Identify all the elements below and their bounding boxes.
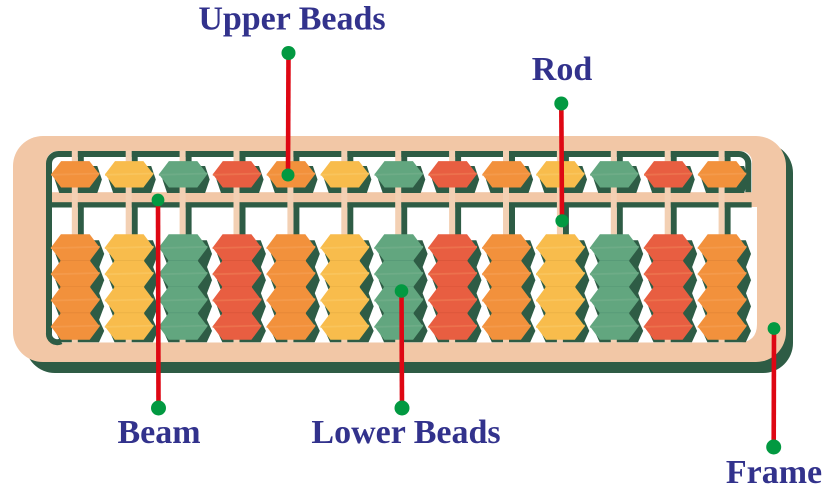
svg-text:Lower Beads: Lower Beads bbox=[311, 414, 500, 451]
svg-text:Rod: Rod bbox=[532, 51, 593, 88]
svg-text:Beam: Beam bbox=[117, 414, 200, 451]
svg-text:Frame: Frame bbox=[726, 454, 822, 490]
svg-text:Upper Beads: Upper Beads bbox=[198, 1, 385, 38]
